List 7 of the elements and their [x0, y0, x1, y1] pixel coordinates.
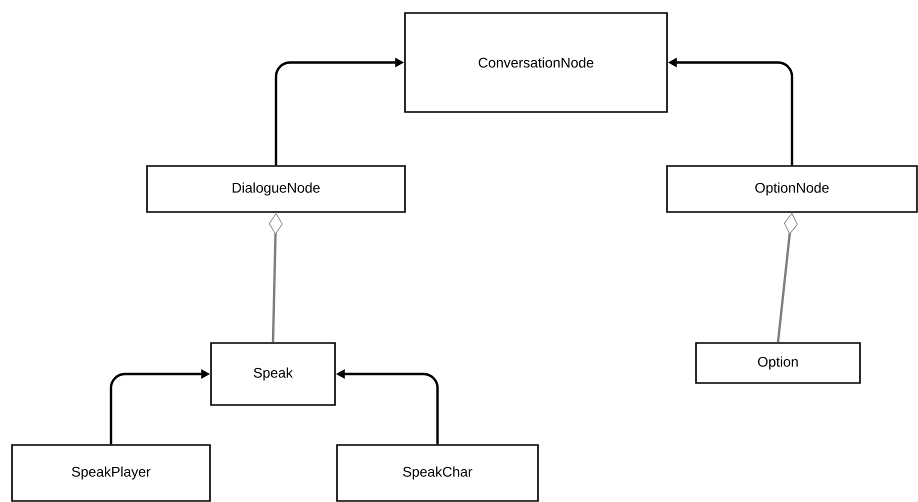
- class-box: Speak: [210, 342, 336, 406]
- class-box: Option: [695, 342, 861, 384]
- class-box: SpeakChar: [336, 444, 539, 502]
- class-box: ConversationNode: [404, 12, 668, 113]
- class-box: SpeakPlayer: [11, 444, 211, 502]
- class-box: OptionNode: [666, 165, 918, 213]
- class-box: DialogueNode: [146, 165, 406, 213]
